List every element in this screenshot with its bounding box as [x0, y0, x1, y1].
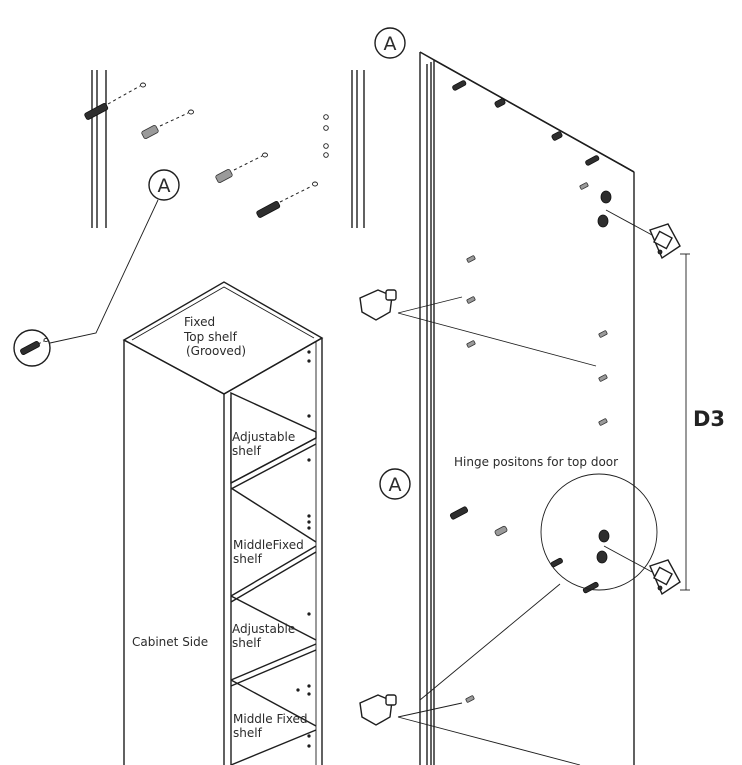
dowel-icon — [215, 152, 268, 183]
svg-text:A: A — [389, 474, 402, 496]
svg-text:A: A — [384, 33, 397, 55]
label-middle-fixed-shelf-1: MiddleFixed shelf — [233, 538, 308, 566]
svg-text:A: A — [158, 175, 171, 197]
screw-icon — [452, 80, 467, 91]
shelf-pin-holes — [296, 350, 311, 748]
label-fixed-top-shelf: Fixed Top shelf (Grooved) — [183, 315, 246, 358]
hinge-cup-icon — [600, 190, 612, 204]
label-adjustable-shelf-1: Adjustable shelf — [232, 430, 299, 458]
pin-icon — [598, 418, 608, 426]
hinge-cup-icon — [597, 214, 609, 228]
screw-icon — [256, 181, 318, 218]
dimension-d3: D3 — [680, 253, 725, 591]
hinge-bottom-icon — [603, 545, 681, 596]
hinge-cup-icon — [596, 550, 608, 564]
hinge-cup-icon — [598, 529, 610, 543]
cabinet: Fixed Top shelf (Grooved) Adjustable she… — [122, 281, 324, 765]
callout-a-detail: A — [13, 169, 180, 367]
fastener-detail — [84, 70, 365, 228]
hinge-position-circle: Hinge positons for top door — [419, 455, 658, 701]
screw-icon — [582, 581, 599, 594]
svg-text:Hinge positons for top door: Hinge positons for top door — [454, 455, 618, 469]
pin-icon — [466, 296, 476, 304]
pin-icon — [579, 182, 589, 190]
shelf-bracket-icon — [359, 694, 581, 765]
pin-icon — [466, 340, 476, 348]
pilot-holes — [323, 114, 329, 158]
pin-icon — [598, 374, 608, 382]
screw-icon — [585, 155, 600, 166]
shelf-bracket-icon — [359, 289, 597, 367]
label-cabinet-side: Cabinet Side — [132, 635, 208, 649]
screw-icon — [551, 131, 563, 141]
hinge-top-icon — [605, 209, 681, 260]
label-middle-fixed-shelf-2: Middle Fixed shelf — [233, 712, 311, 740]
dowel-icon — [494, 525, 508, 537]
label-adjustable-shelf-2: Adjustable shelf — [232, 622, 299, 650]
screw-icon — [449, 506, 469, 520]
screw-icon — [494, 98, 506, 108]
pin-icon — [466, 255, 476, 263]
screw-icon — [20, 337, 49, 356]
callout-a-middle: A — [379, 468, 411, 500]
screw-icon — [84, 82, 146, 120]
svg-text:D3: D3 — [693, 407, 725, 431]
callout-a-top: A — [374, 27, 406, 59]
dowel-icon — [141, 109, 194, 139]
door-panel — [419, 51, 635, 765]
pin-icon — [598, 330, 608, 338]
pin-icon — [465, 695, 475, 703]
